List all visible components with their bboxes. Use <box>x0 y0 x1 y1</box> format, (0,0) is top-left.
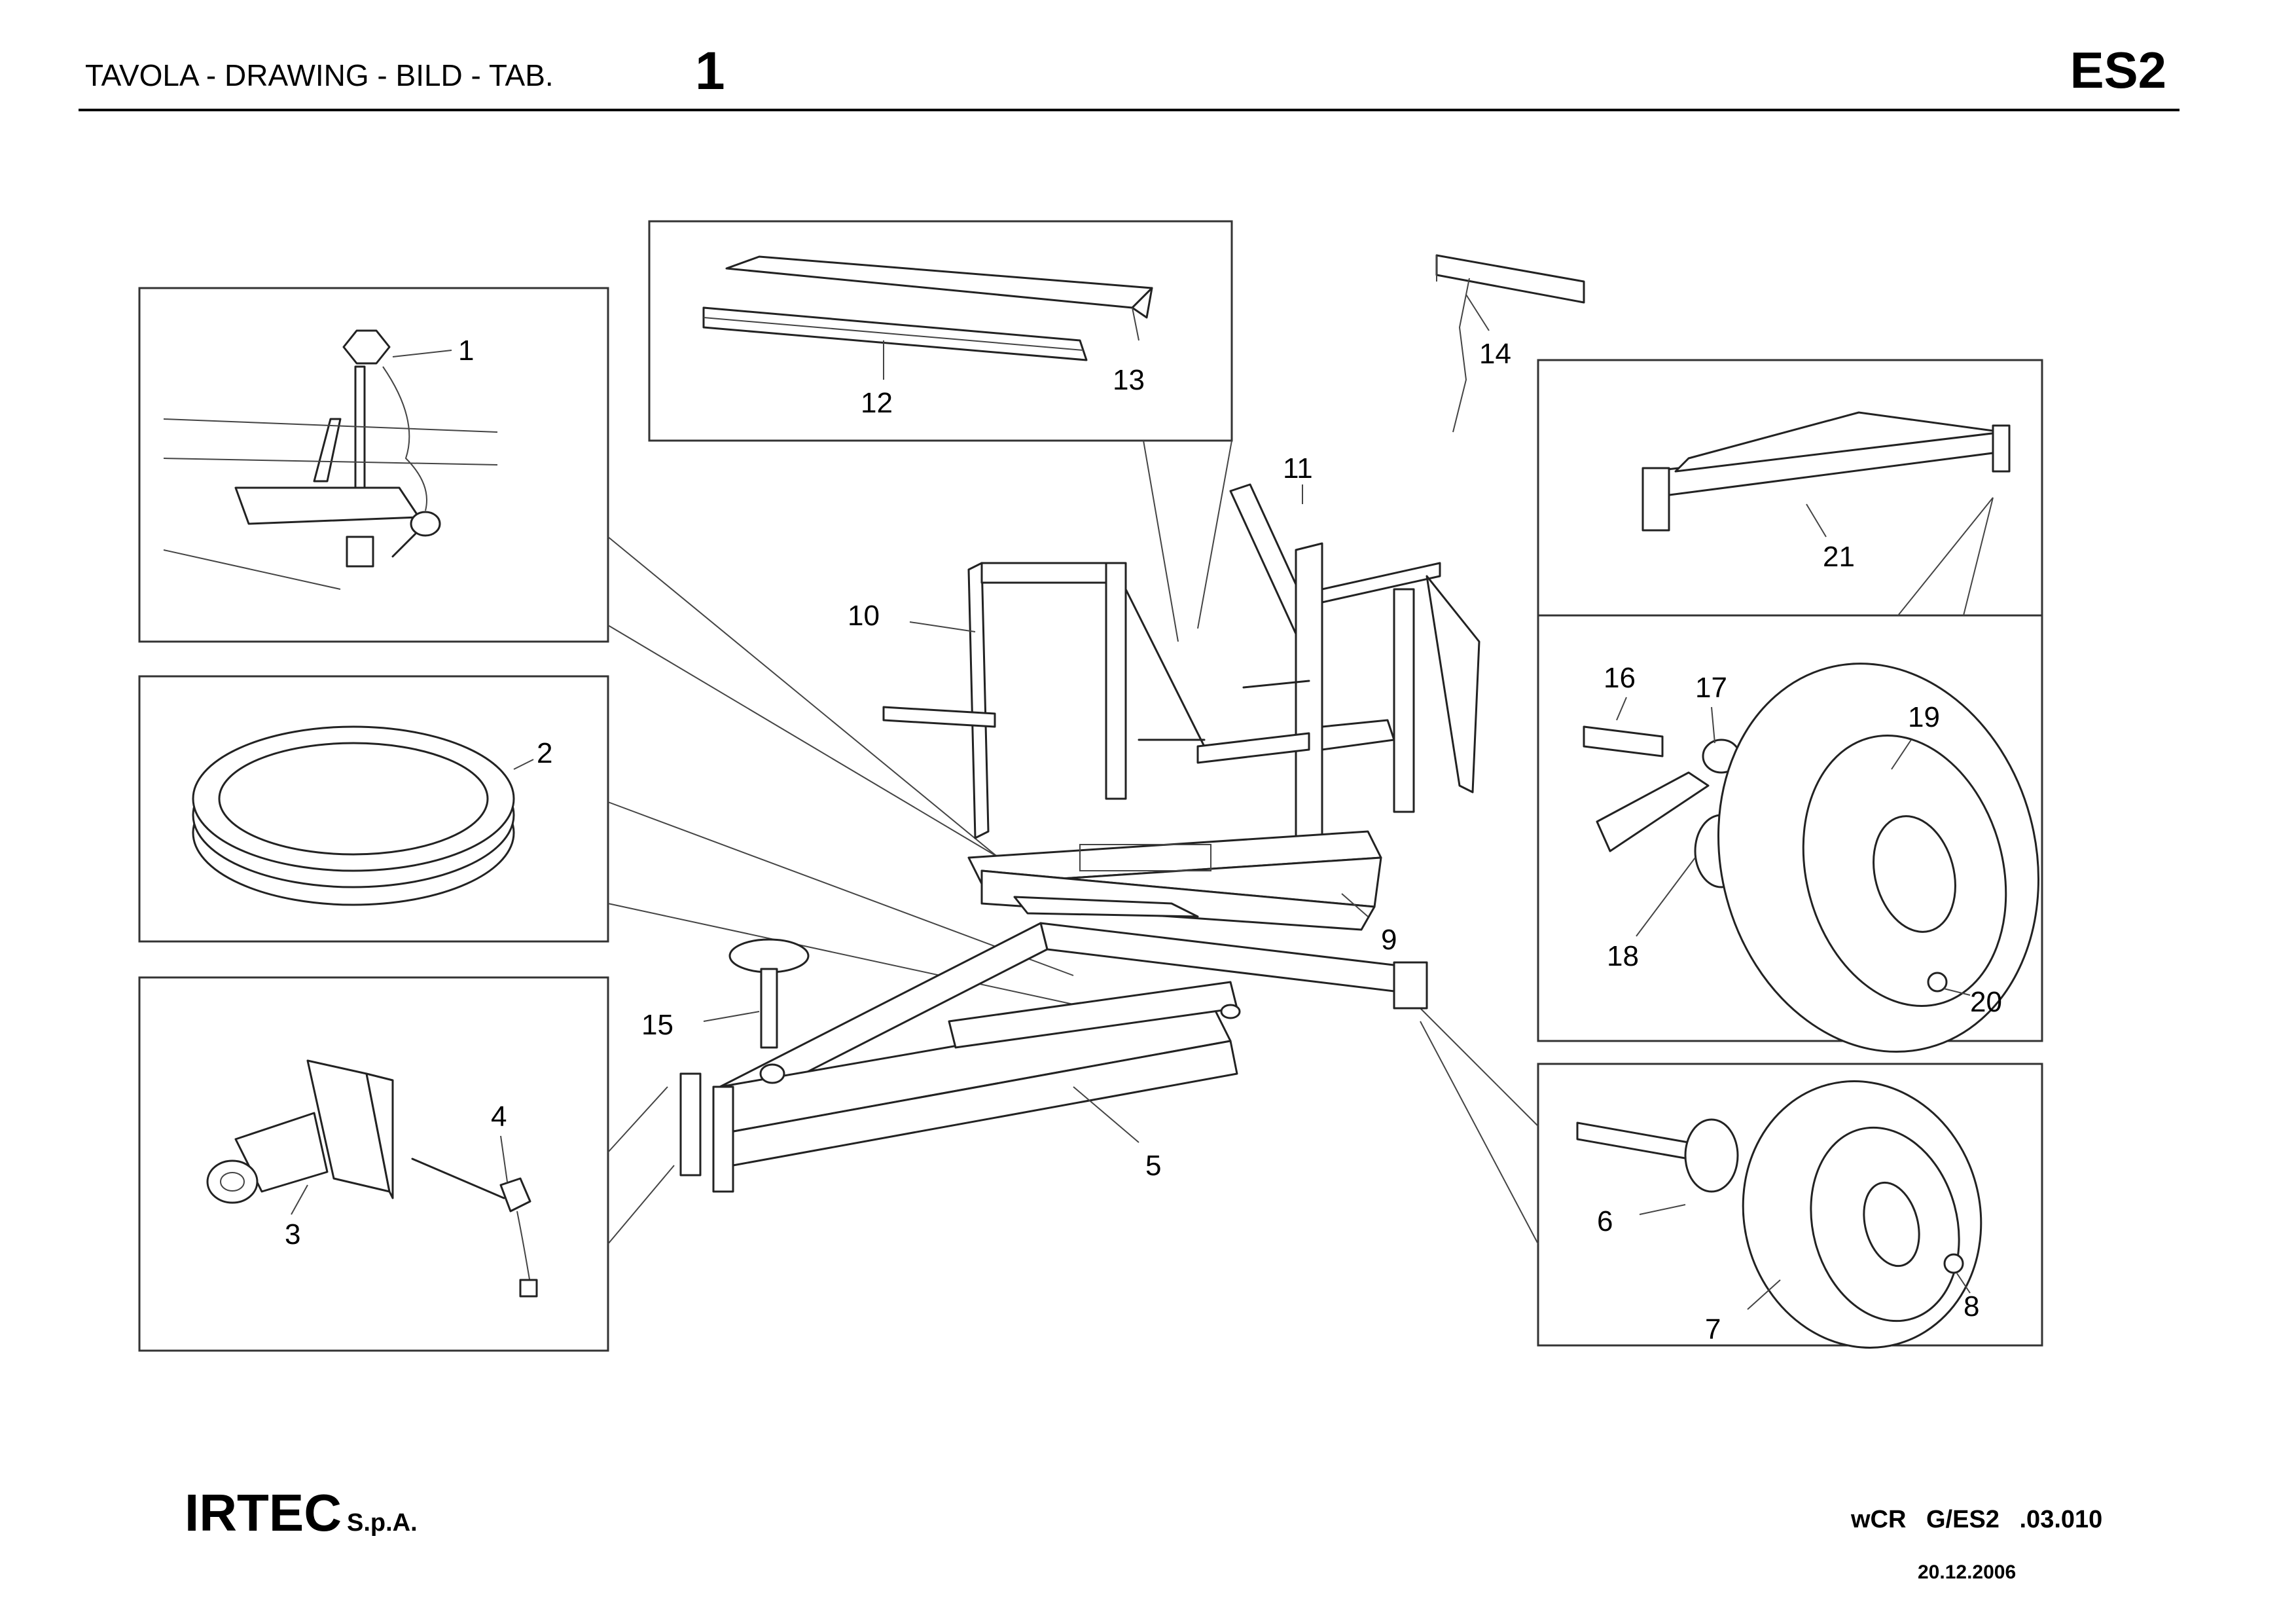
callout-9: 9 <box>1381 924 1397 956</box>
upper-frame-part <box>882 483 1480 852</box>
detail-box-lock-pin <box>138 287 609 643</box>
callout-14: 14 <box>1479 338 1511 370</box>
slewing-ring-part <box>192 725 515 906</box>
lock-pin-part <box>163 329 498 590</box>
company-name: IRTEC <box>185 1484 342 1542</box>
header-drawing-label: TAVOLA - DRAWING - BILD - TAB. <box>85 58 554 92</box>
detail-box-wheel <box>1537 1063 2043 1347</box>
callout-17: 17 <box>1695 672 1727 704</box>
callout-15: 15 <box>641 1009 673 1041</box>
callout-4: 4 <box>491 1101 507 1133</box>
callout-1: 1 <box>458 335 474 367</box>
detail-box-ring <box>138 675 609 943</box>
callout-5: 5 <box>1145 1150 1161 1182</box>
callout-20: 20 <box>1970 986 2002 1018</box>
wheel-part <box>1576 1080 1982 1349</box>
detail-box-axle-assembly <box>1537 614 2043 1042</box>
callout-21: 21 <box>1823 541 1855 573</box>
chain-bracket-part <box>1435 254 1585 433</box>
callout-7: 7 <box>1705 1313 1721 1345</box>
callout-13: 13 <box>1113 364 1145 396</box>
callout-19: 19 <box>1908 701 1940 733</box>
callout-18: 18 <box>1607 940 1639 972</box>
header-table-number: 1 <box>695 41 725 101</box>
footer-document-code: wCR G/ES2 .03.010 <box>1851 1506 2103 1533</box>
callout-10: 10 <box>848 600 880 632</box>
center-pin-part <box>728 938 810 1049</box>
callout-8: 8 <box>1964 1290 1979 1322</box>
drawbar-chassis-part <box>679 922 1428 1193</box>
detail-box-rear-frame <box>1537 359 2043 617</box>
callout-16: 16 <box>1604 662 1636 694</box>
callout-11: 11 <box>1283 452 1313 484</box>
tow-eye-part <box>206 1059 394 1204</box>
callout-3: 3 <box>285 1218 300 1250</box>
header-divider <box>79 109 2179 111</box>
detail-box-hitch <box>138 976 609 1352</box>
header-model-code: ES2 <box>2070 41 2166 99</box>
detail-box-cover <box>648 220 1233 442</box>
company-suffix: S.p.A. <box>347 1509 418 1537</box>
callout-12: 12 <box>861 387 893 419</box>
footer-date: 20.12.2006 <box>1918 1561 2017 1583</box>
cover-rail-part <box>702 255 1153 361</box>
axle-assembly-part <box>1583 663 2039 1053</box>
callout-6: 6 <box>1597 1205 1613 1237</box>
hitch-pin-part <box>411 1158 538 1298</box>
leader-lines <box>291 294 1971 1310</box>
platform-part <box>967 830 1382 931</box>
callout-2: 2 <box>537 737 552 769</box>
rear-frame-part <box>1641 411 2011 532</box>
